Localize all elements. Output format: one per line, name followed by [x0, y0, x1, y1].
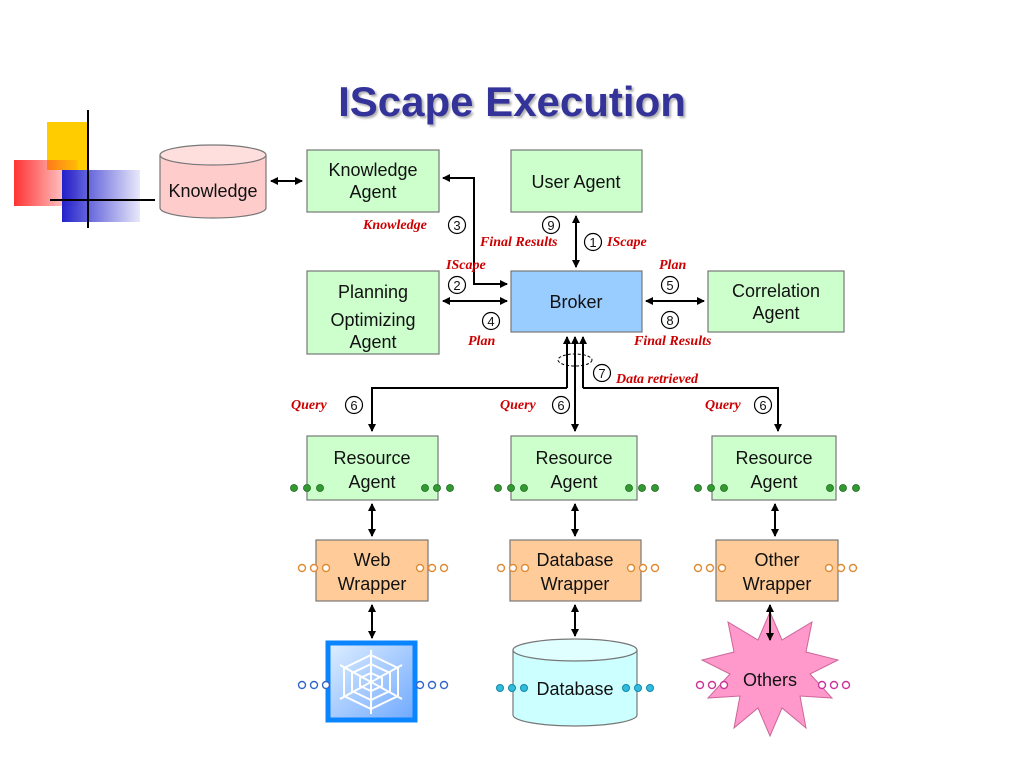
database-label: Database [536, 679, 613, 699]
label-final-results-user: Final Results [479, 235, 558, 250]
label-iscape-user: IScape [606, 235, 647, 250]
other-wrapper-line2: Wrapper [743, 574, 812, 594]
planning-agent-line3: Agent [349, 332, 396, 352]
step-1: 1 [589, 235, 596, 250]
other-wrapper-line1: Other [754, 550, 799, 570]
others-label: Others [743, 670, 797, 690]
step-6-right: 6 [759, 398, 766, 413]
resource-agent-line1: Resource [333, 448, 410, 468]
decorative-squares [14, 110, 155, 228]
web-wrapper: Web Wrapper [315, 539, 429, 602]
step-7: 7 [598, 366, 605, 381]
planning-agent-line1: Planning [338, 282, 408, 302]
step-9: 9 [547, 218, 554, 233]
resource-agent-line2: Agent [550, 472, 597, 492]
data-retrieved-bundle [557, 353, 593, 367]
database-cylinder: Database [512, 638, 638, 727]
label-query-middle: Query [500, 398, 537, 413]
knowledge-database-label: Knowledge [168, 181, 257, 201]
database-wrapper-line1: Database [536, 550, 613, 570]
label-final-results-correlation: Final Results [633, 334, 712, 349]
step-6-middle: 6 [557, 398, 564, 413]
web-port-dots [297, 680, 449, 690]
label-query-left: Query [291, 398, 328, 413]
database-wrapper: Database Wrapper [509, 539, 642, 602]
broker: Broker [510, 270, 643, 333]
planning-optimizing-agent: Planning Optimizing Agent [306, 270, 440, 355]
others-starburst: Others [700, 610, 840, 738]
resource-agent-line2: Agent [348, 472, 395, 492]
connectors [270, 174, 782, 641]
resource-agent-database: Resource Agent [510, 435, 638, 501]
other-wrapper: Other Wrapper [715, 539, 839, 602]
correlation-agent-line2: Agent [752, 303, 799, 323]
web-icon [325, 640, 418, 723]
web-wrapper-line2: Wrapper [338, 574, 407, 594]
step-6-left: 6 [350, 398, 357, 413]
step-5: 5 [666, 278, 673, 293]
correlation-agent: Correlation Agent [707, 270, 845, 333]
web-wrapper-line1: Web [354, 550, 391, 570]
label-iscape-planning: IScape [445, 258, 486, 273]
resource-agent-line1: Resource [735, 448, 812, 468]
database-wrapper-line2: Wrapper [541, 574, 610, 594]
step-4: 4 [487, 314, 494, 329]
resource-agent-web: Resource Agent [306, 435, 439, 501]
resource-agent-port-dots [290, 484, 860, 492]
knowledge-database: Knowledge [159, 144, 267, 219]
step-markers [344, 215, 773, 415]
wrapper-port-dots [297, 563, 858, 573]
label-data-retrieved: Data retrieved [615, 372, 699, 387]
step-2: 2 [453, 278, 460, 293]
correlation-agent-line1: Correlation [732, 281, 820, 301]
label-plan-correlation: Plan [659, 258, 686, 273]
knowledge-agent-line2: Agent [349, 182, 396, 202]
label-query-right: Query [705, 398, 742, 413]
broker-label: Broker [549, 292, 602, 312]
step-3: 3 [453, 218, 460, 233]
database-port-dots [496, 684, 654, 692]
user-agent-label: User Agent [531, 172, 620, 192]
others-port-dots [695, 680, 851, 690]
page-title: IScape Execution [338, 78, 686, 125]
resource-agent-other: Resource Agent [711, 435, 837, 501]
user-agent: User Agent [510, 149, 643, 213]
label-knowledge: Knowledge [362, 218, 427, 233]
label-plan-planning: Plan [468, 334, 495, 349]
resource-agent-line2: Agent [750, 472, 797, 492]
knowledge-agent-line1: Knowledge [328, 160, 417, 180]
planning-agent-line2: Optimizing [330, 310, 415, 330]
step-8: 8 [666, 313, 673, 328]
knowledge-agent: Knowledge Agent [306, 149, 440, 213]
resource-agent-line1: Resource [535, 448, 612, 468]
